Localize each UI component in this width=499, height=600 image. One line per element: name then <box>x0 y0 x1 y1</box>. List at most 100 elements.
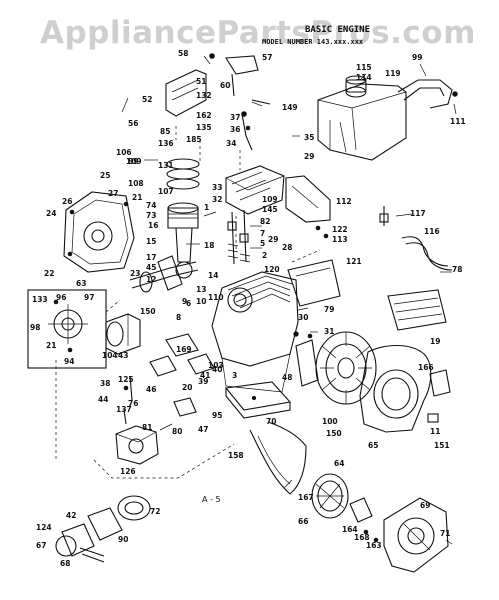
part-label: 169 <box>176 345 192 354</box>
part-label: 9 <box>182 297 187 306</box>
part-label: 44 <box>98 395 108 404</box>
part-label: 111 <box>450 117 466 126</box>
part-label: 94 <box>64 357 74 366</box>
part-label: 11 <box>430 427 440 436</box>
part-label: 16 <box>148 221 158 230</box>
part-label: 24 <box>46 209 56 218</box>
part-label: 95 <box>212 411 222 420</box>
part-label: 29 <box>268 235 278 244</box>
part-label: 5 <box>260 239 265 248</box>
part-label: 79 <box>324 305 334 314</box>
valve-parts <box>227 209 251 265</box>
part-label: 89 <box>128 157 138 166</box>
part-label: 13 <box>196 285 206 294</box>
air-baffle <box>287 259 341 307</box>
part-label: 124 <box>36 523 52 532</box>
part-label: 43 <box>118 351 128 360</box>
cylinder-head <box>225 165 285 215</box>
part-label: 104 <box>102 351 118 360</box>
part-label: 36 <box>230 125 240 134</box>
part-label: 158 <box>228 451 244 460</box>
part-label: 20 <box>182 383 192 392</box>
part-label: 145 <box>262 205 278 214</box>
part-label: 58 <box>178 49 188 58</box>
part-label: 73 <box>146 211 156 220</box>
part-label: 166 <box>418 363 434 372</box>
part-label: 26 <box>62 197 72 206</box>
part-label: 60 <box>220 81 230 90</box>
part-label: 85 <box>160 127 170 136</box>
part-label: 150 <box>326 429 342 438</box>
part-label: 106 <box>116 148 132 157</box>
tank-bracket <box>397 79 458 109</box>
part-label: 46 <box>146 385 156 394</box>
part-label: 133 <box>32 295 48 304</box>
part-label: 68 <box>60 559 70 568</box>
part-label: 51 <box>196 77 206 86</box>
part-label: 2 <box>262 251 267 260</box>
starter-dog <box>349 497 379 543</box>
part-label: 42 <box>66 511 76 520</box>
piston-rings <box>166 158 200 190</box>
part-label: 14 <box>208 271 218 280</box>
part-label: 90 <box>118 535 128 544</box>
part-label: 151 <box>434 441 450 450</box>
part-label: 114 <box>356 73 372 82</box>
part-label: 56 <box>128 119 138 128</box>
base-plate <box>224 381 292 419</box>
part-label: 117 <box>410 209 426 218</box>
part-label: 38 <box>100 379 110 388</box>
part-label: 33 <box>212 183 222 192</box>
part-label: 185 <box>186 135 202 144</box>
housing-tab <box>427 369 451 423</box>
part-label: 39 <box>198 377 208 386</box>
carburetor <box>93 425 235 479</box>
part-label: 74 <box>146 201 156 210</box>
page-marker: A - 5 <box>202 495 221 504</box>
diagram-title: BASIC ENGINE <box>305 25 370 35</box>
part-label: 18 <box>204 241 214 250</box>
part-label: 163 <box>366 541 382 550</box>
part-label: 19 <box>430 337 440 346</box>
part-label: 66 <box>298 517 308 526</box>
recoil-starter <box>383 497 449 573</box>
part-label: 103 <box>208 361 224 370</box>
part-label: 15 <box>146 237 156 246</box>
part-label: 45 <box>146 263 156 272</box>
part-label: 113 <box>332 235 348 244</box>
starter-pulley <box>311 473 349 519</box>
part-label: 21 <box>132 193 142 202</box>
part-label: 27 <box>108 189 118 198</box>
part-label: 150 <box>140 307 156 316</box>
engine-block <box>211 271 313 393</box>
part-label: 63 <box>76 279 86 288</box>
crankshaft <box>129 255 199 293</box>
part-number-labels: 99 115 114 119 111 56 58 57 60 51 132 52… <box>30 49 466 568</box>
part-label: 34 <box>226 139 236 148</box>
part-label: 115 <box>356 63 372 72</box>
part-label: 37 <box>230 113 240 122</box>
part-label: 135 <box>196 123 212 132</box>
part-label: 81 <box>142 423 152 432</box>
part-label: 23 <box>130 269 140 278</box>
part-label: 35 <box>304 133 314 142</box>
part-label: 32 <box>212 195 222 204</box>
muffler <box>55 495 151 563</box>
part-label: 31 <box>324 327 334 336</box>
part-label: 96 <box>56 293 66 302</box>
part-label: 48 <box>282 373 292 382</box>
part-label: 98 <box>30 323 40 332</box>
part-label: 30 <box>298 313 308 322</box>
part-label: 72 <box>150 507 160 516</box>
watermark: AppliancePartsPros.com <box>40 15 476 51</box>
part-label: 109 <box>126 157 142 166</box>
part-label: 7 <box>260 229 265 238</box>
part-label: 164 <box>342 525 358 534</box>
part-label: 100 <box>322 417 338 426</box>
part-label: 71 <box>440 529 450 538</box>
part-label: 80 <box>172 427 182 436</box>
part-label: 116 <box>424 227 440 236</box>
part-label: 108 <box>128 179 144 188</box>
part-label: 29 <box>304 152 314 161</box>
